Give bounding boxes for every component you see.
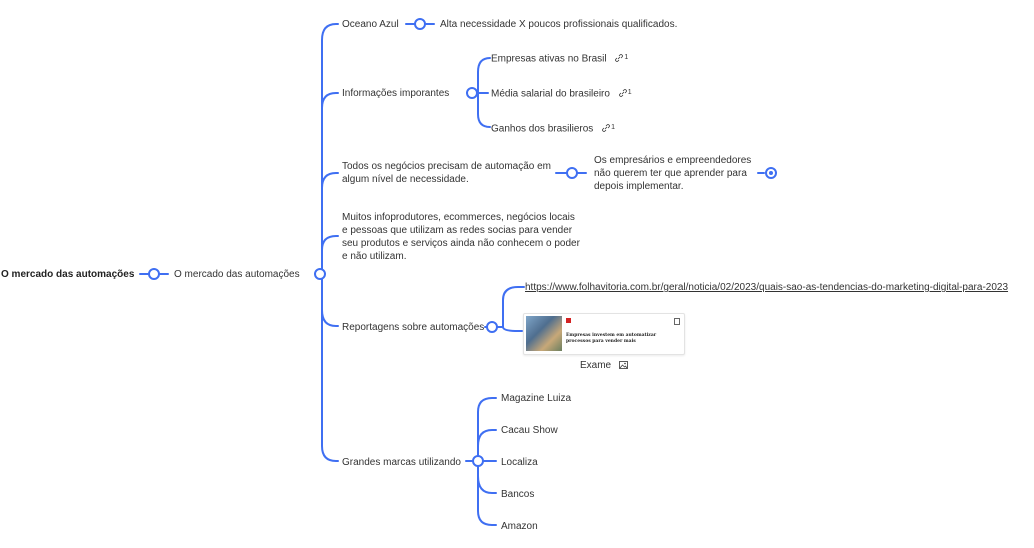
- reportagem-preview-card[interactable]: Empresas investem em automatizar process…: [523, 313, 685, 355]
- connector-grandes-c2: [477, 429, 497, 447]
- todos-child[interactable]: Os empresários e empreendedores não quer…: [594, 155, 752, 192]
- collapse-toggle-oceano: [414, 18, 426, 30]
- collapsed-dot-icon: [769, 171, 773, 175]
- root-node[interactable]: O mercado das automações: [1, 269, 135, 280]
- preview-title: Empresas investem em automatizar process…: [566, 333, 657, 344]
- info-item-empresas[interactable]: Empresas ativas no Brasil 1: [491, 51, 628, 66]
- marca-item[interactable]: Localiza: [501, 457, 538, 468]
- preview-thumbnail: [526, 316, 562, 351]
- preview-caption[interactable]: Exame: [580, 359, 628, 372]
- marca-item[interactable]: Bancos: [501, 489, 535, 500]
- branch-reportagens[interactable]: Reportagens sobre automações: [342, 322, 485, 333]
- branch-informacoes[interactable]: Informações imporantes: [342, 88, 450, 99]
- link-icon: [602, 123, 610, 132]
- marca-item[interactable]: Amazon: [501, 521, 538, 532]
- link-icon: [615, 53, 624, 62]
- connector-grandes-c4: [477, 475, 497, 494]
- collapse-toggle-reportagens: [486, 321, 498, 333]
- collapse-toggle-grandes: [472, 455, 484, 467]
- info-item-label: Média salarial do brasileiro: [491, 88, 610, 100]
- site-logo-icon: [566, 318, 571, 323]
- collapse-toggle-info: [466, 87, 478, 99]
- branch-oceano-azul[interactable]: Oceano Azul: [342, 19, 399, 30]
- link-count-badge[interactable]: 1: [602, 121, 615, 134]
- reportagem-link[interactable]: https://www.folhavitoria.com.br/geral/no…: [525, 282, 1009, 293]
- info-item-media[interactable]: Média salarial do brasileiro 1: [491, 86, 632, 101]
- connector-info: [321, 92, 339, 109]
- connector-info-c3: [477, 92, 491, 128]
- link-icon: [618, 88, 627, 97]
- connector-info-c1: [477, 57, 491, 94]
- info-item-label: Ganhos dos brasilieros: [491, 123, 594, 135]
- collapse-toggle-root: [148, 268, 160, 280]
- connector-oceano: [321, 23, 339, 275]
- connector-todos: [321, 172, 339, 189]
- branch-todos-negocios[interactable]: Todos os negócios precisam de automação …: [342, 161, 552, 185]
- marca-item[interactable]: Magazine Luiza: [501, 393, 572, 404]
- branch-grandes-marcas[interactable]: Grandes marcas utilizando: [342, 457, 461, 468]
- link-count-badge[interactable]: 1: [618, 86, 632, 99]
- branch-muitos-infoprodutores[interactable]: Muitos infoprodutores, ecommerces, negóc…: [342, 212, 580, 262]
- link-count-badge[interactable]: 1: [615, 51, 628, 64]
- connector-rep-link: [502, 286, 525, 328]
- oceano-child[interactable]: Alta necessidade X poucos profissionais …: [440, 19, 678, 30]
- connector-reportagens: [321, 309, 339, 327]
- connector-grandes: [321, 273, 339, 462]
- connector-grandes-c5: [477, 460, 497, 526]
- marca-item[interactable]: Cacau Show: [501, 425, 558, 436]
- connector-grandes-c1: [477, 397, 497, 462]
- image-icon: [619, 361, 628, 369]
- bookmark-icon[interactable]: [674, 318, 680, 325]
- info-item-ganhos[interactable]: Ganhos dos brasilieros 1: [491, 121, 615, 136]
- hub-node[interactable]: O mercado das automações: [174, 269, 300, 280]
- info-item-label: Empresas ativas no Brasil: [491, 53, 607, 65]
- connector-muitos: [321, 235, 339, 251]
- collapse-toggle-todos: [566, 167, 578, 179]
- connector-rep-card: [502, 326, 523, 332]
- collapse-toggle-hub: [314, 268, 326, 280]
